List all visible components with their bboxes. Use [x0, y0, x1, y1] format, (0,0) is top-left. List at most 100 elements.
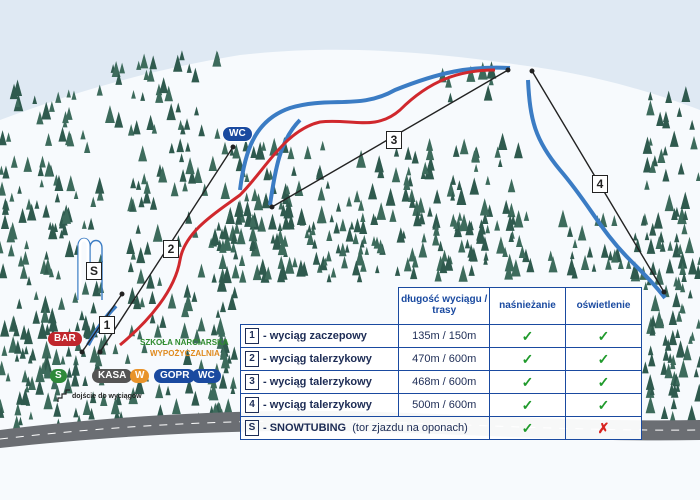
- tree: [235, 211, 243, 225]
- tree: [408, 188, 416, 203]
- tree: [249, 241, 255, 251]
- tree: [66, 367, 73, 378]
- tree: [674, 276, 683, 291]
- tree: [157, 276, 163, 286]
- tree: [403, 257, 412, 272]
- tree: [0, 406, 5, 418]
- legend-row-lift-1: 1- wyciąg zaczepowy 135m / 150m ✓ ✓: [239, 324, 642, 348]
- tree: [2, 197, 9, 210]
- tree: [396, 227, 406, 243]
- tree: [625, 259, 632, 269]
- tree: [58, 296, 66, 310]
- tree: [20, 388, 30, 406]
- tree: [669, 130, 679, 147]
- tree: [441, 249, 448, 262]
- tree: [670, 354, 677, 365]
- tree: [188, 169, 197, 184]
- tree: [567, 225, 574, 237]
- tree: [282, 192, 289, 205]
- tree: [693, 368, 699, 378]
- tree: [244, 172, 250, 182]
- tree: [191, 291, 198, 302]
- tree: [81, 220, 87, 229]
- tree: [249, 213, 257, 227]
- tree: [13, 324, 20, 337]
- tree: [141, 341, 148, 354]
- tree: [48, 101, 55, 112]
- tree: [662, 334, 669, 346]
- tree: [272, 232, 282, 250]
- tree: [231, 286, 238, 299]
- tree: [263, 167, 271, 181]
- tree: [221, 224, 230, 240]
- tree: [252, 263, 262, 281]
- tree: [149, 313, 156, 324]
- tree: [55, 91, 62, 103]
- tree: [95, 176, 105, 194]
- tree: [27, 355, 33, 364]
- tree: [61, 222, 69, 236]
- tree: [494, 220, 501, 231]
- tree: [329, 214, 334, 223]
- tree: [6, 226, 16, 243]
- tree: [132, 120, 141, 135]
- tree: [281, 182, 291, 199]
- tree: [60, 355, 66, 365]
- tree: [671, 207, 678, 221]
- tree: [82, 399, 92, 415]
- check-icon: ✓: [521, 419, 534, 436]
- tree: [71, 90, 77, 100]
- tree: [218, 373, 228, 389]
- lift-station: [661, 289, 667, 295]
- tree: [300, 261, 309, 276]
- tree: [676, 310, 683, 322]
- tree: [14, 402, 22, 416]
- tree: [408, 247, 417, 262]
- tree: [577, 224, 587, 241]
- tree: [143, 180, 151, 194]
- tree: [74, 321, 81, 332]
- tree: [166, 103, 176, 121]
- tree: [287, 213, 295, 227]
- snowtubing-marker: S: [86, 262, 102, 280]
- tree: [210, 227, 220, 246]
- tree: [319, 255, 328, 271]
- tree: [688, 335, 693, 344]
- tree: [306, 231, 315, 246]
- lift-3-marker: 3: [386, 131, 402, 149]
- legend-header-row: długość wyciągu / trasy naśnieżanie oświ…: [241, 287, 642, 325]
- tree: [630, 261, 640, 280]
- lift-2-marker: 2: [163, 240, 179, 258]
- tree: [0, 263, 8, 279]
- tree: [148, 290, 157, 305]
- tree: [23, 327, 33, 345]
- tree: [287, 146, 295, 160]
- tree: [12, 415, 21, 430]
- tree: [476, 230, 482, 241]
- tree: [183, 283, 192, 298]
- check-icon: ✓: [597, 396, 610, 413]
- tree: [100, 392, 108, 407]
- tree: [359, 219, 368, 234]
- tree: [653, 212, 663, 229]
- tree: [307, 224, 312, 233]
- legend-lift-label: - wyciąg talerzykowy: [263, 352, 372, 365]
- legend-snowtubing-label: - SNOWTUBING: [263, 421, 347, 434]
- tree: [678, 359, 689, 378]
- tree: [459, 213, 469, 232]
- tree: [261, 141, 267, 151]
- tree: [674, 206, 680, 217]
- tree: [140, 53, 149, 69]
- tree: [459, 138, 469, 155]
- legend-lift-number: 4: [245, 397, 259, 413]
- tree: [432, 212, 441, 228]
- tree: [406, 166, 412, 176]
- tree: [547, 250, 554, 261]
- tree: [257, 216, 266, 232]
- tree: [33, 290, 39, 300]
- tree: [25, 198, 33, 210]
- tree: [191, 390, 200, 406]
- tree: [142, 189, 151, 204]
- tree: [341, 255, 348, 269]
- tree: [0, 214, 10, 229]
